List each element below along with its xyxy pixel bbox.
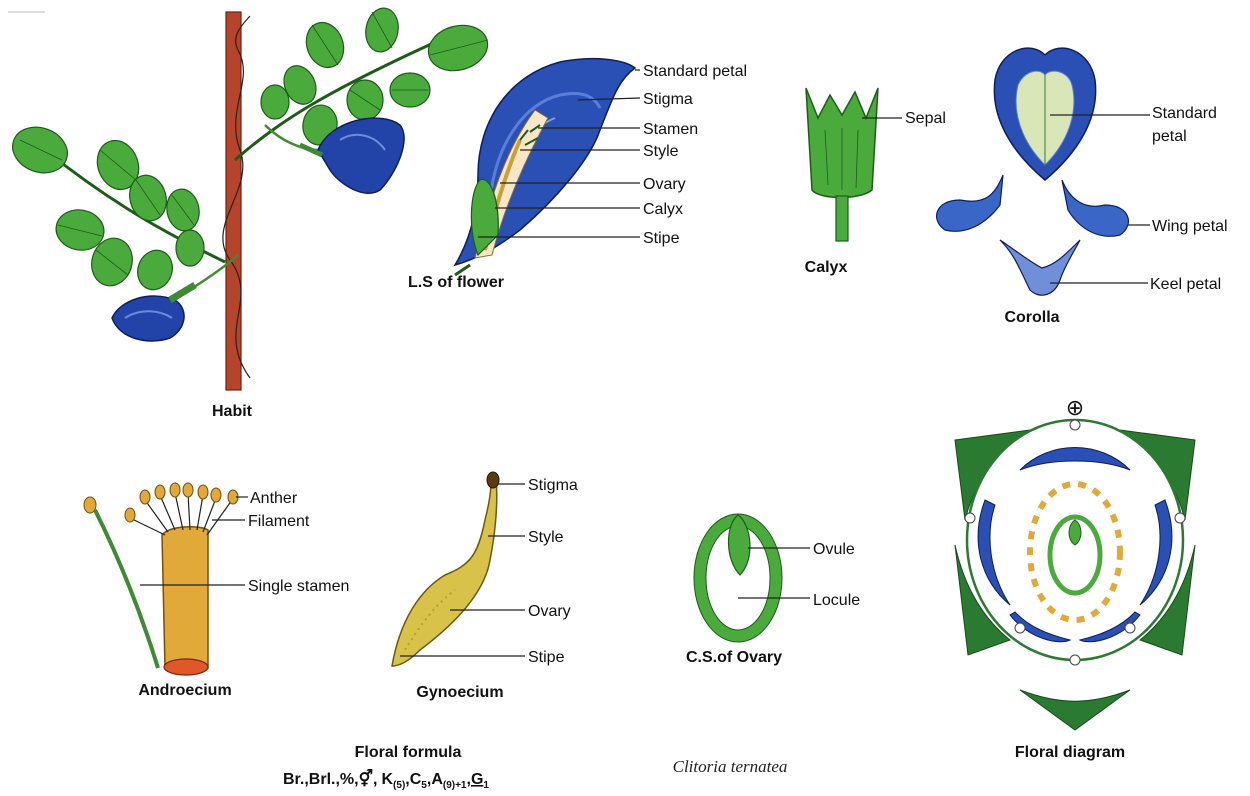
gynoecium-label-stipe: Stipe bbox=[528, 649, 565, 666]
gynoecium-label-style: Style bbox=[528, 529, 564, 546]
gynoecium-stigma-tip bbox=[487, 472, 499, 488]
floral-diagram-symbol: ⊕ bbox=[1066, 395, 1084, 420]
formula-g-sub: 1 bbox=[483, 780, 489, 791]
floral-ovule bbox=[1069, 520, 1081, 545]
gynoecium-label-ovary: Ovary bbox=[528, 603, 571, 620]
formula-prefix: Br.,Brl.,%, bbox=[283, 771, 359, 788]
ls-label-ovary: Ovary bbox=[643, 176, 686, 193]
formula-k: K bbox=[381, 771, 393, 788]
corolla-label-wing-petal: Wing petal bbox=[1152, 218, 1228, 235]
calyx-label-sepal: Sepal bbox=[905, 110, 946, 127]
calyx-figure: Sepal Calyx bbox=[805, 88, 946, 276]
ls-label-calyx: Calyx bbox=[643, 201, 683, 218]
formula-k-sub: (5) bbox=[393, 780, 405, 791]
floral-formula-title: Floral formula bbox=[355, 744, 462, 761]
habit-flower-lower bbox=[112, 285, 195, 341]
gynoecium-label-stigma: Stigma bbox=[528, 477, 578, 494]
caption-androecium: Androecium bbox=[138, 682, 231, 699]
caption-corolla: Corolla bbox=[1004, 309, 1059, 326]
habit-figure: Habit bbox=[6, 6, 493, 420]
staminal-tube-base bbox=[164, 659, 208, 675]
ls-label-stigma: Stigma bbox=[643, 91, 693, 108]
caption-cs-ovary: C.S.of Ovary bbox=[686, 649, 782, 666]
androecium-label-anther: Anther bbox=[250, 490, 298, 507]
species-name: Clitoria ternatea bbox=[673, 757, 788, 776]
caption-ls-flower: L.S of flower bbox=[408, 274, 504, 291]
corolla-label-keel-petal: Keel petal bbox=[1150, 276, 1221, 293]
androecium-label-single-stamen: Single stamen bbox=[248, 578, 349, 595]
ls-flower-figure: Standard petal Stigma Stamen Style Ovary… bbox=[408, 59, 747, 291]
corolla-wing-petal-left bbox=[937, 175, 1003, 231]
caption-calyx: Calyx bbox=[805, 259, 848, 276]
ovary-label-ovule: Ovule bbox=[813, 541, 855, 558]
formula-c: C bbox=[410, 771, 422, 788]
staminal-tube bbox=[162, 527, 208, 668]
ls-label-standard-petal: Standard petal bbox=[643, 63, 747, 80]
corolla-label-standard-2: petal bbox=[1152, 128, 1187, 145]
ls-label-stipe: Stipe bbox=[643, 230, 680, 247]
corolla-figure: Standard petal Wing petal Keel petal Cor… bbox=[937, 48, 1228, 326]
androecium-figure: Anther Filament Single stamen Androecium bbox=[84, 483, 349, 699]
corolla-label-standard-1: Standard bbox=[1152, 105, 1217, 122]
caption-floral-diagram: Floral diagram bbox=[1015, 744, 1125, 761]
formula-g: G bbox=[471, 771, 483, 788]
corolla-wing-petal-right bbox=[1062, 180, 1128, 236]
floral-diagram-figure: ⊕ Floral diagram bbox=[955, 395, 1195, 761]
caption-habit: Habit bbox=[212, 403, 253, 420]
cs-ovary-figure: Ovule Locule C.S.of Ovary bbox=[686, 514, 860, 666]
ls-label-stamen: Stamen bbox=[643, 121, 698, 138]
leaflets-left bbox=[6, 120, 204, 295]
ovary-label-locule: Locule bbox=[813, 592, 860, 609]
formula-a: A bbox=[431, 771, 443, 788]
ls-label-style: Style bbox=[643, 143, 679, 160]
formula-sex-symbol: ⚥ bbox=[359, 769, 373, 788]
caption-gynoecium: Gynoecium bbox=[416, 684, 503, 701]
androecium-label-filament: Filament bbox=[248, 513, 310, 530]
gynoecium-pistil bbox=[392, 478, 497, 666]
floral-formula-expression: Br.,Brl.,%,⚥,K(5),C5,A(9)+1,G1 bbox=[283, 769, 489, 791]
free-stamen bbox=[95, 510, 158, 668]
gynoecium-figure: Stigma Style Ovary Stipe Gynoecium bbox=[392, 472, 578, 701]
floral-formula: Floral formula Br.,Brl.,%,⚥,K(5),C5,A(9)… bbox=[283, 744, 489, 791]
bract bbox=[1020, 690, 1130, 730]
corolla-keel-petal bbox=[1000, 240, 1080, 295]
formula-sep-1: , bbox=[373, 771, 377, 788]
formula-a-sub: (9)+1 bbox=[443, 780, 467, 791]
calyx-stalk bbox=[836, 196, 848, 241]
